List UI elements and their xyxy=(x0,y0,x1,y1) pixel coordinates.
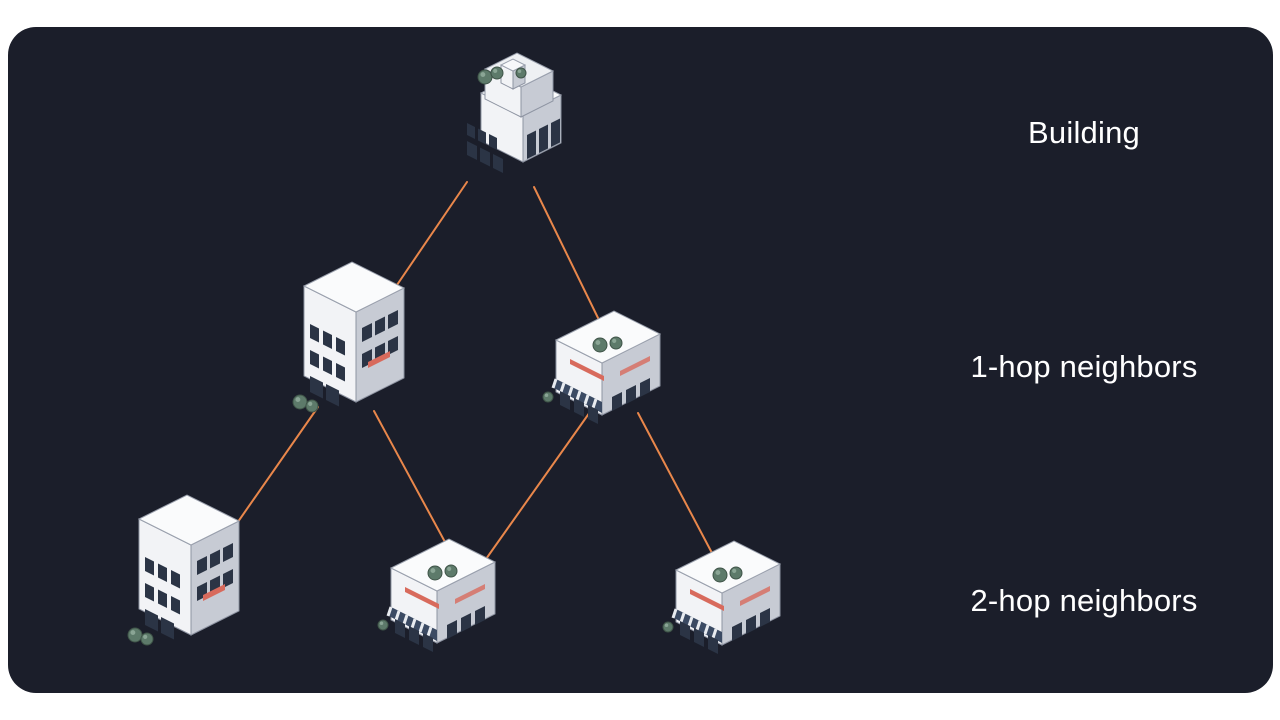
edge-n1b-n2b xyxy=(485,411,591,560)
building-node-n1a xyxy=(292,261,406,413)
building-node-root xyxy=(467,52,563,173)
building-node-n1b xyxy=(542,310,662,424)
edge-root-n1b xyxy=(533,186,601,323)
building-node-n2a xyxy=(127,494,241,646)
label-2-hop-neighbors: 2-hop neighbors xyxy=(970,583,1198,618)
building-node-n2c xyxy=(662,540,782,654)
label-building: Building xyxy=(1028,115,1140,150)
edge-n1b-n2c xyxy=(637,412,713,554)
building-node-n2b xyxy=(377,538,497,652)
nodes-layer xyxy=(127,52,782,654)
label-1-hop-neighbors: 1-hop neighbors xyxy=(970,349,1198,384)
edge-n1a-n2b xyxy=(373,410,446,543)
diagram-panel: Building 1-hop neighbors 2-hop neighbors xyxy=(8,27,1273,693)
edge-n1a-n2a xyxy=(225,406,319,540)
graph-canvas xyxy=(127,52,782,654)
